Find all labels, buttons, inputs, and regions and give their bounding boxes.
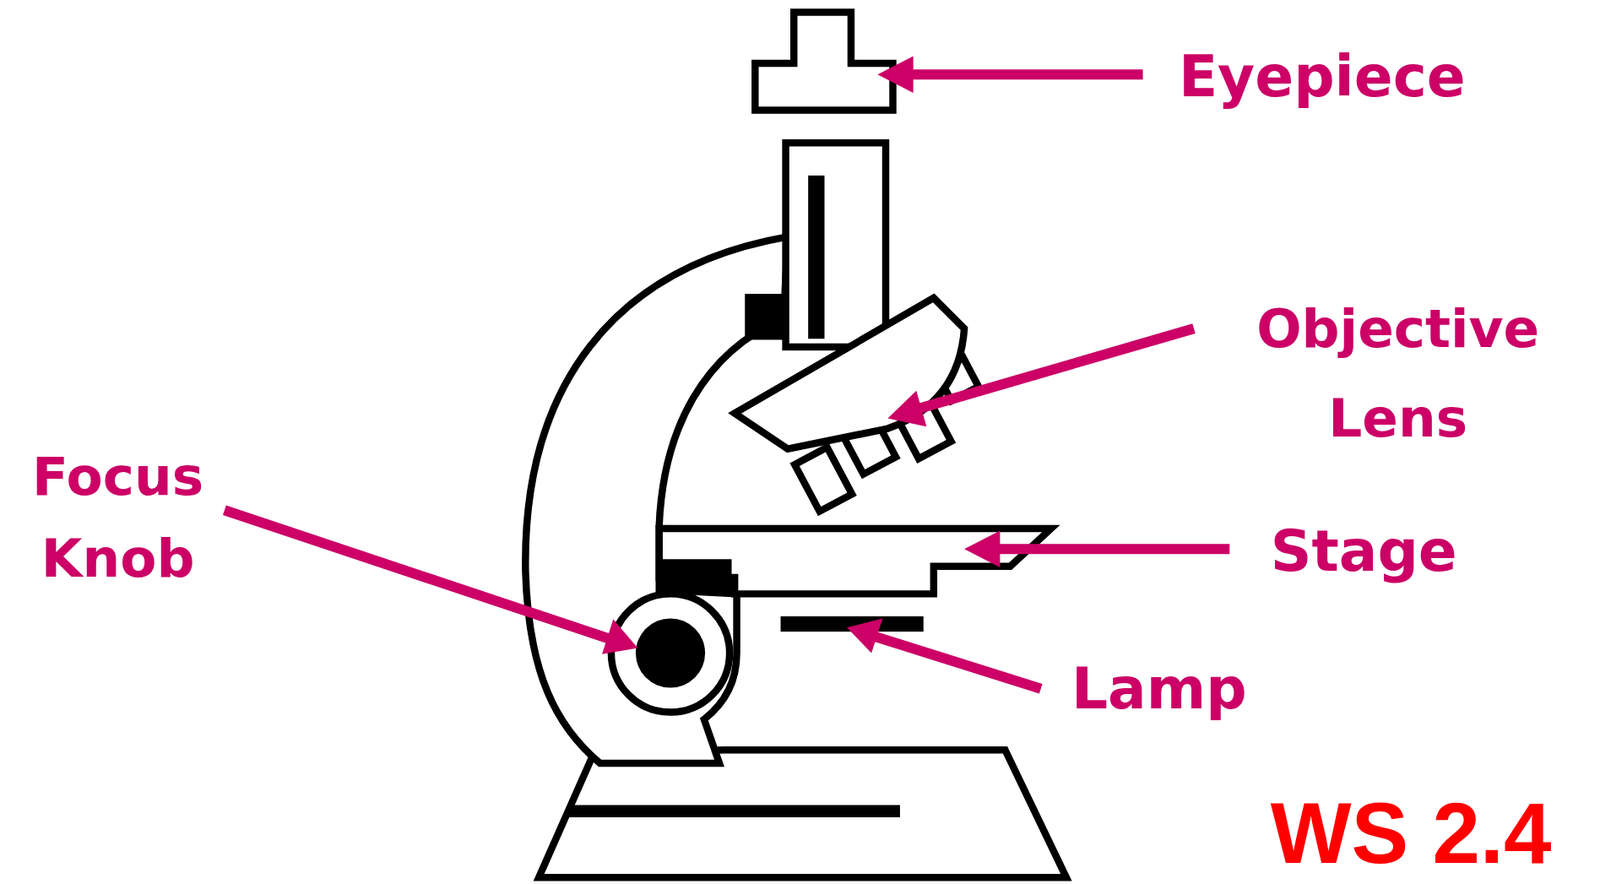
stage-clip: [658, 558, 733, 592]
arrowhead: [602, 619, 638, 655]
nosepiece: [734, 298, 965, 450]
leader-line: [872, 635, 1041, 689]
worksheet-number: WS 2.4: [1270, 787, 1598, 880]
base-line: [569, 805, 901, 819]
microscope-base: [538, 749, 1067, 878]
arrowhead: [964, 530, 1000, 568]
leader-line: [903, 69, 1144, 80]
leader-line: [224, 509, 613, 640]
part-label: Eyepiece: [1178, 40, 1587, 113]
leader-line: [989, 543, 1230, 554]
body-tube: [786, 142, 886, 348]
tube-block: [744, 293, 786, 340]
arrowhead: [887, 390, 927, 427]
leader-line: [913, 328, 1194, 411]
microscope-arm: [525, 236, 788, 764]
arrowhead: [846, 618, 883, 653]
part-label: Focus Knob: [8, 435, 228, 599]
knob-housing: [611, 593, 730, 712]
part-label: Lamp: [1071, 652, 1378, 725]
part-label: Objective Lens: [1219, 283, 1577, 464]
focus-knob: [635, 618, 706, 688]
objective: [794, 447, 852, 512]
eyepiece: [754, 12, 893, 111]
part-label: Stage: [1270, 515, 1598, 587]
arrowhead: [877, 55, 913, 93]
tube-stripe: [808, 175, 825, 339]
